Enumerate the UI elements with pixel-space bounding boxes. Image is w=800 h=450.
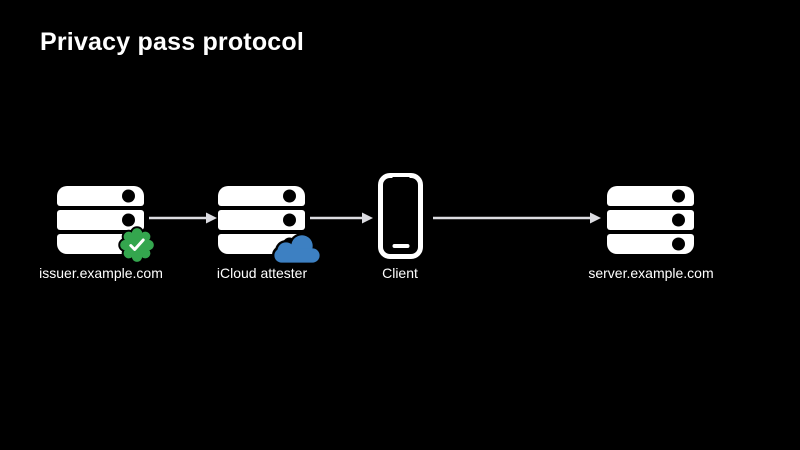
- arrow-client-to-server: [433, 212, 601, 224]
- server-bar: [57, 210, 144, 230]
- server-bar: [218, 186, 305, 206]
- server-dot: [283, 189, 296, 203]
- icloud-cloud-icon: [272, 233, 322, 265]
- arrow-issuer-to-attester: [149, 212, 217, 224]
- server-bar: [218, 210, 305, 230]
- slide-title: Privacy pass protocol: [40, 28, 305, 56]
- attester-label: iCloud attester: [216, 265, 308, 281]
- server-dot: [122, 189, 135, 203]
- server-dot: [672, 213, 685, 227]
- iphone-icon: [378, 173, 423, 259]
- server-bar: [607, 186, 694, 206]
- server-bar: [57, 186, 144, 206]
- phone-home-indicator: [392, 244, 409, 248]
- issuer-server-rack-icon: [57, 186, 144, 254]
- server-dot: [672, 189, 685, 203]
- server-dot: [283, 213, 296, 227]
- phone-notch: [392, 177, 409, 182]
- verified-checkmark-seal-icon: [118, 226, 156, 264]
- server-dot: [122, 213, 135, 227]
- server-label: server.example.com: [588, 265, 714, 281]
- arrow-attester-to-client: [310, 212, 373, 224]
- client-label: Client: [382, 265, 418, 281]
- server-dot: [672, 237, 685, 251]
- server-bar: [607, 234, 694, 254]
- destination-server-rack-icon: [607, 186, 694, 254]
- server-bar: [607, 210, 694, 230]
- issuer-label: issuer.example.com: [39, 265, 163, 281]
